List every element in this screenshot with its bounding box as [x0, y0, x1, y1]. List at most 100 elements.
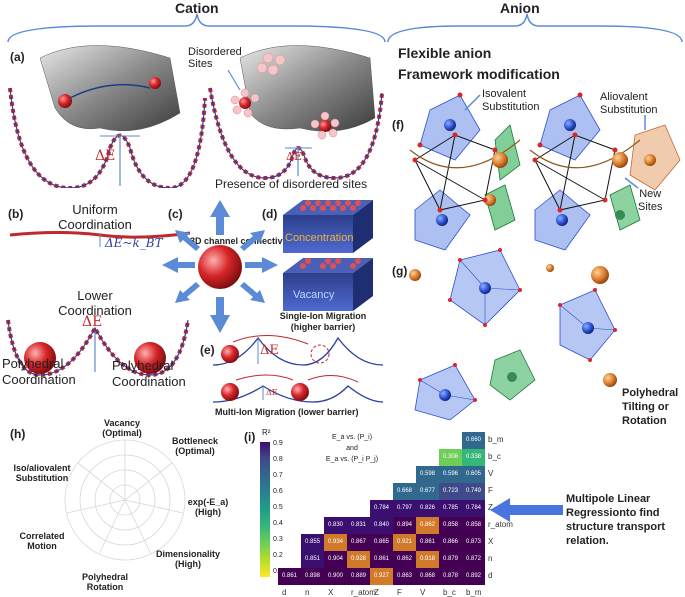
polyhedral-coordination-right-2: Coordination [112, 374, 186, 389]
heatmap-legend-line-1: E_a vs. (P_i) [331, 434, 373, 441]
colorbar-tick: 0.4 [273, 520, 283, 527]
new-sites-label: New Sites [638, 188, 663, 213]
panel-e-delta-e: ΔE [260, 343, 279, 358]
colorbar-tick: 0.8 [273, 456, 283, 463]
heatmap-col-label: V [420, 588, 426, 597]
heatmap-col-label: d [282, 588, 287, 597]
heatmap-row-label: F [488, 486, 493, 495]
heatmap-col-label: r_atom [351, 588, 376, 597]
single-ion-migration-label: Single-Ion Migration [279, 311, 367, 321]
heatmap-cell: 0.797 [393, 500, 416, 517]
heatmap-cell: 0.598 [416, 466, 439, 483]
radar-axis-exp-ea: exp(-E_a) (High) [187, 497, 229, 517]
heatmap-col-label: n [305, 588, 310, 597]
anion-header: Anion [500, 0, 540, 16]
heatmap-row-label: Z [488, 503, 493, 512]
heatmap-row-label: b_m [488, 435, 504, 444]
colorbar [260, 442, 270, 577]
uniform-coordination-title-2: Coordination [58, 217, 132, 232]
uniform-coordination-title-1: Uniform [72, 202, 118, 217]
heatmap-cell: 0.338 [462, 449, 485, 466]
polyhedral-coordination-right-1: Polyhedral [112, 358, 174, 373]
heatmap-cell: 0.894 [393, 517, 416, 534]
lower-coordination-well [6, 319, 190, 378]
disordered-sites-caption: Presence of disordered sites [215, 177, 368, 191]
lower-coordination-delta-e: ΔE [82, 314, 103, 330]
heatmap-cell: 0.866 [439, 534, 462, 551]
heatmap-cell: 0.873 [462, 534, 485, 551]
heatmap-legend-line-2: and [346, 445, 358, 452]
heatmap-cell: 0.858 [462, 517, 485, 534]
panel-b-letter: (b) [8, 207, 24, 221]
heatmap-cell: 0.892 [462, 568, 485, 585]
regression-text-2: Regressionto find [566, 507, 660, 519]
colorbar-title: R² [262, 428, 271, 437]
panel-i-letter: (i) [244, 430, 256, 444]
heatmap-col-label: b_c [443, 588, 456, 597]
heatmap-cell: 0.862 [416, 517, 439, 534]
heatmap-cell: 0.889 [347, 568, 370, 585]
radar-axis-bottleneck: Bottleneck (Optimal) [171, 436, 218, 456]
panel-d-letter: (d) [262, 207, 278, 221]
heatmap-cell: 0.928 [347, 551, 370, 568]
heatmap-cell: 0.858 [439, 517, 462, 534]
heatmap-cell: 0.861 [278, 568, 301, 585]
colorbar-tick: 0.9 [273, 440, 283, 447]
heatmap-cell: 0.308 [439, 449, 462, 466]
heatmap-cell: 0.863 [393, 568, 416, 585]
panel-b-energy-label: ΔE~k_BT [105, 236, 163, 250]
radar-axis-polyhedral-rotation: Polyhedral Rotation [81, 572, 128, 592]
concentration-label: Concentration [285, 232, 354, 244]
heatmap-cell: 0.900 [324, 568, 347, 585]
vacancy-label: Vacancy [293, 289, 335, 301]
panel-f-letter: (f) [392, 118, 404, 132]
polyhedral-coordination-left-2: Coordination [2, 372, 76, 387]
polyhedral-coordination-left-1: Polyhedral [2, 356, 64, 371]
heatmap-cell: 0.872 [462, 551, 485, 568]
heatmap-cell: 0.862 [393, 551, 416, 568]
heatmap-cell: 0.784 [370, 500, 393, 517]
panel-a-delta-e: ΔE [95, 148, 116, 164]
panel-a-delta-e-prime: ΔE' [286, 150, 305, 163]
heatmap-col-label: X [328, 588, 334, 597]
heatmap-row-label: d [488, 571, 493, 580]
heatmap-cell: 0.921 [393, 534, 416, 551]
panel-h-letter: (h) [10, 427, 26, 441]
header-braces [7, 13, 683, 43]
heatmap-col-label: Z [374, 588, 379, 597]
heatmap-cell: 0.861 [416, 534, 439, 551]
heatmap-cell: 0.596 [439, 466, 462, 483]
heatmap-cell: 0.904 [324, 551, 347, 568]
panel-a-energy-landscape [8, 45, 384, 188]
panel-c-letter: (c) [168, 207, 183, 221]
heatmap-cell: 0.677 [416, 483, 439, 500]
colorbar-tick: 0.1 [273, 568, 283, 575]
multi-ion-migration-label: Multi-Ion Migration (lower barrier) [215, 407, 359, 417]
heatmap-cell: 0.749 [462, 483, 485, 500]
colorbar-tick: 0.2 [273, 552, 283, 559]
heatmap-cell: 0.868 [416, 568, 439, 585]
heatmap-cell: 0.879 [439, 551, 462, 568]
heatmap-cell: 0.851 [301, 551, 324, 568]
panel-b-flat-curve [9, 231, 191, 247]
radar-chart [64, 439, 186, 561]
regression-text-1: Multipole Linear [566, 493, 651, 505]
heatmap-cell: 0.668 [393, 483, 416, 500]
single-ion-migration-sub: (higher barrier) [290, 322, 356, 332]
anion-title-2: Framework modification [398, 66, 560, 82]
aliovalent-substitution-label: Aliovalent Substitution [600, 91, 658, 116]
heatmap-cell: 0.855 [301, 534, 324, 551]
heatmap-cell: 0.605 [462, 466, 485, 483]
anion-title-1: Flexible anion [398, 45, 492, 61]
heatmap-row-label: r_atom [488, 520, 513, 529]
panel-e-delta-e-small: ΔE [266, 388, 278, 397]
heatmap-cell: 0.826 [416, 500, 439, 517]
heatmap-cell: 0.878 [439, 568, 462, 585]
radar-axis-substitution: Iso/aliovalent Substitution [13, 463, 71, 483]
heatmap-cell: 0.840 [370, 517, 393, 534]
heatmap-cell: 0.830 [324, 517, 347, 534]
heatmap-cell: 0.785 [439, 500, 462, 517]
radar-axis-dimensionality: Dimensionality (High) [155, 549, 220, 569]
lower-coordination-title-2: Coordination [58, 303, 132, 318]
heatmap-cell: 0.831 [347, 517, 370, 534]
